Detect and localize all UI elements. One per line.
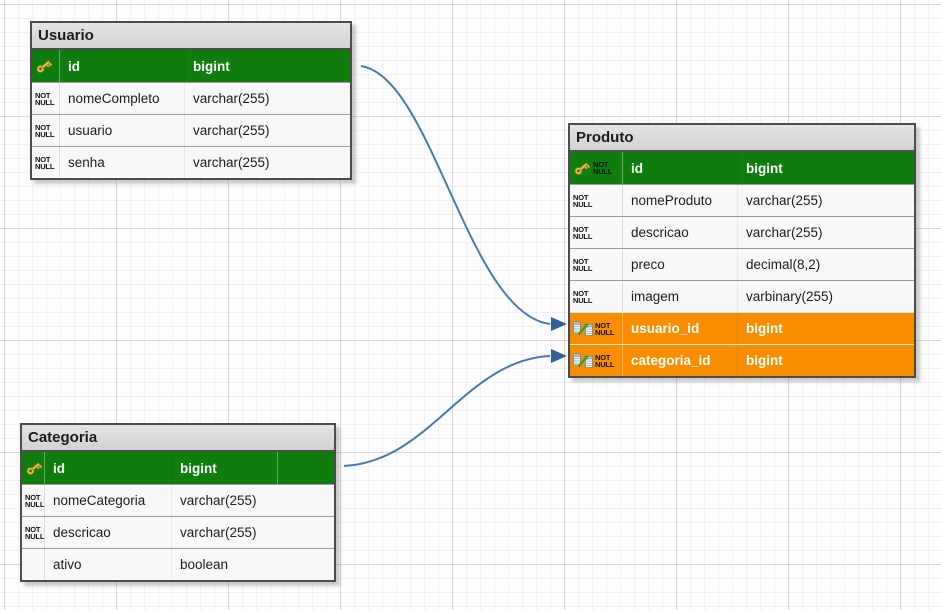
column-type: varchar(255)	[193, 155, 270, 170]
primary-key-icon	[36, 60, 53, 73]
column-type: bigint	[193, 58, 230, 74]
table-title-label: Usuario	[38, 27, 94, 44]
not-null-badge: NOT NULL	[25, 492, 45, 509]
column-type: bigint	[746, 353, 783, 368]
primary-key-icon	[26, 462, 43, 475]
not-null-badge: NOT NULL	[593, 160, 613, 176]
foreign-key-icon	[573, 353, 593, 368]
table-row[interactable]: NOT NULL descricao varchar(255)	[22, 516, 334, 548]
column-name: descricao	[45, 517, 172, 548]
not-null-badge: NOT NULL	[35, 154, 55, 171]
not-null-badge: NOT NULL	[35, 122, 55, 139]
table-row[interactable]: NOT NULL senha varchar(255)	[32, 146, 350, 178]
table-row[interactable]: NOT NULL id bigint	[570, 152, 914, 184]
table-title-label: Produto	[576, 129, 634, 146]
key-cell	[32, 50, 60, 82]
column-name: senha	[60, 147, 185, 178]
empty-cell	[277, 485, 334, 516]
column-name: id	[623, 152, 738, 184]
table-row[interactable]: NOT NULL nomeCompleto varchar(255)	[32, 82, 350, 114]
not-null-badge: NOT NULL	[595, 320, 615, 337]
column-type: bigint	[746, 321, 783, 336]
empty-cell	[277, 517, 334, 548]
table-title-label: Categoria	[28, 429, 98, 446]
empty-cell	[277, 549, 334, 580]
relation-categoria-produto[interactable]	[343, 349, 567, 467]
column-type: varchar(255)	[746, 225, 823, 240]
column-type: varchar(255)	[746, 193, 823, 208]
table-usuario-title[interactable]: Usuario	[32, 23, 350, 50]
column-name: id	[45, 452, 172, 484]
column-type: bigint	[180, 460, 217, 476]
table-categoria[interactable]: Categoria id bigint NOT NULL nomeCategor…	[20, 423, 336, 582]
table-produto-title[interactable]: Produto	[570, 125, 914, 152]
foreign-key-icon	[573, 321, 593, 336]
table-row[interactable]: NOT NULL usuario_id bigint	[570, 312, 914, 344]
column-name: ativo	[45, 549, 172, 580]
table-row[interactable]: NOT NULL preco decimal(8,2)	[570, 248, 914, 280]
column-type: varchar(255)	[180, 493, 257, 508]
table-row[interactable]: id bigint	[22, 452, 334, 484]
column-name: preco	[623, 249, 738, 280]
column-name: imagem	[623, 281, 738, 312]
table-usuario[interactable]: Usuario id bigint NOT NULL nomeCompleto …	[30, 21, 352, 180]
not-null-badge: NOT NULL	[573, 288, 593, 305]
table-row[interactable]: ativo boolean	[22, 548, 334, 580]
table-categoria-title[interactable]: Categoria	[22, 425, 334, 452]
table-row[interactable]: NOT NULL categoria_id bigint	[570, 344, 914, 376]
table-row[interactable]: NOT NULL usuario varchar(255)	[32, 114, 350, 146]
not-null-badge: NOT NULL	[25, 524, 45, 541]
table-produto[interactable]: Produto NOT NULL id bigint NOT NULL nome…	[568, 123, 916, 378]
arrowhead-icon	[551, 349, 567, 363]
arrowhead-icon	[551, 317, 567, 331]
column-name: categoria_id	[623, 345, 738, 376]
table-row[interactable]: NOT NULL nomeCategoria varchar(255)	[22, 484, 334, 516]
not-null-badge: NOT NULL	[595, 352, 615, 369]
column-name: descricao	[623, 217, 738, 248]
column-name: nomeProduto	[623, 185, 738, 216]
column-name: nomeCompleto	[60, 83, 185, 114]
not-null-badge: NOT NULL	[573, 256, 593, 273]
key-cell	[22, 452, 45, 484]
column-type: varchar(255)	[180, 525, 257, 540]
key-cell: NOT NULL	[570, 152, 623, 184]
column-type: bigint	[746, 160, 783, 176]
column-type: boolean	[180, 557, 229, 572]
primary-key-icon	[574, 162, 591, 175]
column-name: usuario	[60, 115, 185, 146]
table-row[interactable]: id bigint	[32, 50, 350, 82]
not-null-badge: NOT NULL	[573, 224, 593, 241]
table-row[interactable]: NOT NULL imagem varbinary(255)	[570, 280, 914, 312]
column-type: decimal(8,2)	[746, 257, 821, 272]
column-name: usuario_id	[623, 313, 738, 344]
key-cell: NOT NULL	[570, 345, 623, 376]
table-row[interactable]: NOT NULL nomeProduto varchar(255)	[570, 184, 914, 216]
relation-usuario-produto[interactable]	[360, 65, 567, 331]
column-name: nomeCategoria	[45, 485, 172, 516]
not-null-badge: NOT NULL	[573, 192, 593, 209]
column-type: varchar(255)	[193, 91, 270, 106]
empty-cell	[277, 452, 334, 484]
column-name: id	[60, 50, 185, 82]
key-cell: NOT NULL	[570, 313, 623, 344]
table-row[interactable]: NOT NULL descricao varchar(255)	[570, 216, 914, 248]
column-type: varbinary(255)	[746, 289, 834, 304]
not-null-badge: NOT NULL	[35, 90, 55, 107]
column-type: varchar(255)	[193, 123, 270, 138]
